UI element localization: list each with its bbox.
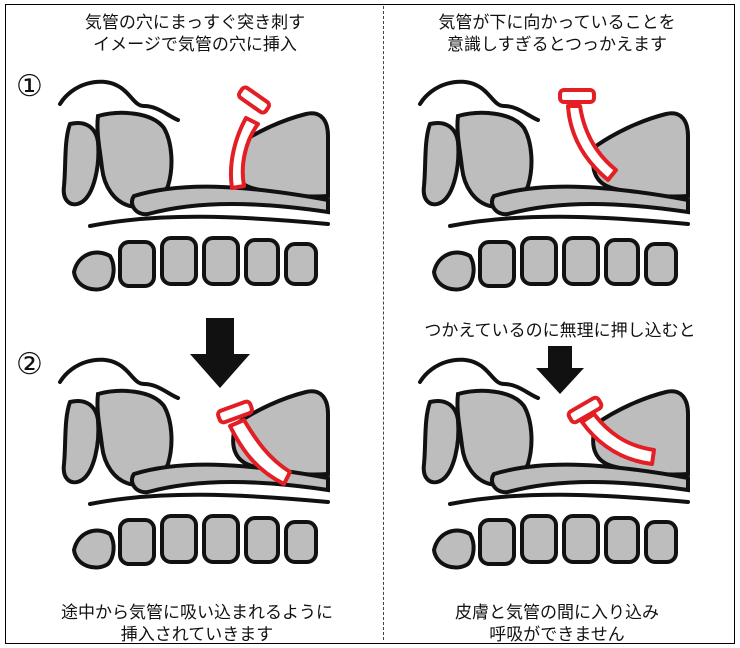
caption-top-right-line1: 気管が下に向かっていることを xyxy=(392,12,722,34)
caption-top-right-line2: 意識しすぎるとつっかえます xyxy=(392,34,722,56)
caption-top-left-line1: 気管の穴にまっすぐ突き刺す xyxy=(30,12,360,34)
caption-bottom-left-line1: 途中から気管に吸い込まれるように xyxy=(24,602,370,624)
caption-bottom-left-line2: 挿入されていきます xyxy=(24,624,370,646)
tube-top-right xyxy=(560,90,616,180)
anatomy-scene-bottom-right xyxy=(420,354,710,584)
caption-middle-right: つかえているのに無理に押し込むと xyxy=(388,320,732,342)
panel-divider xyxy=(383,6,384,640)
step-2-label: ② xyxy=(16,350,43,380)
caption-top-left-line2: イメージで気管の穴に挿入 xyxy=(30,34,360,56)
anatomy-scene-top-left xyxy=(60,76,350,306)
anatomy-scene-bottom-left xyxy=(60,354,350,584)
step-1-label: ① xyxy=(16,72,43,102)
caption-bottom-right-line2: 呼吸ができません xyxy=(392,624,722,646)
anatomy-scene-top-right xyxy=(420,76,710,306)
caption-bottom-right-line1: 皮膚と気管の間に入り込み xyxy=(392,602,722,624)
